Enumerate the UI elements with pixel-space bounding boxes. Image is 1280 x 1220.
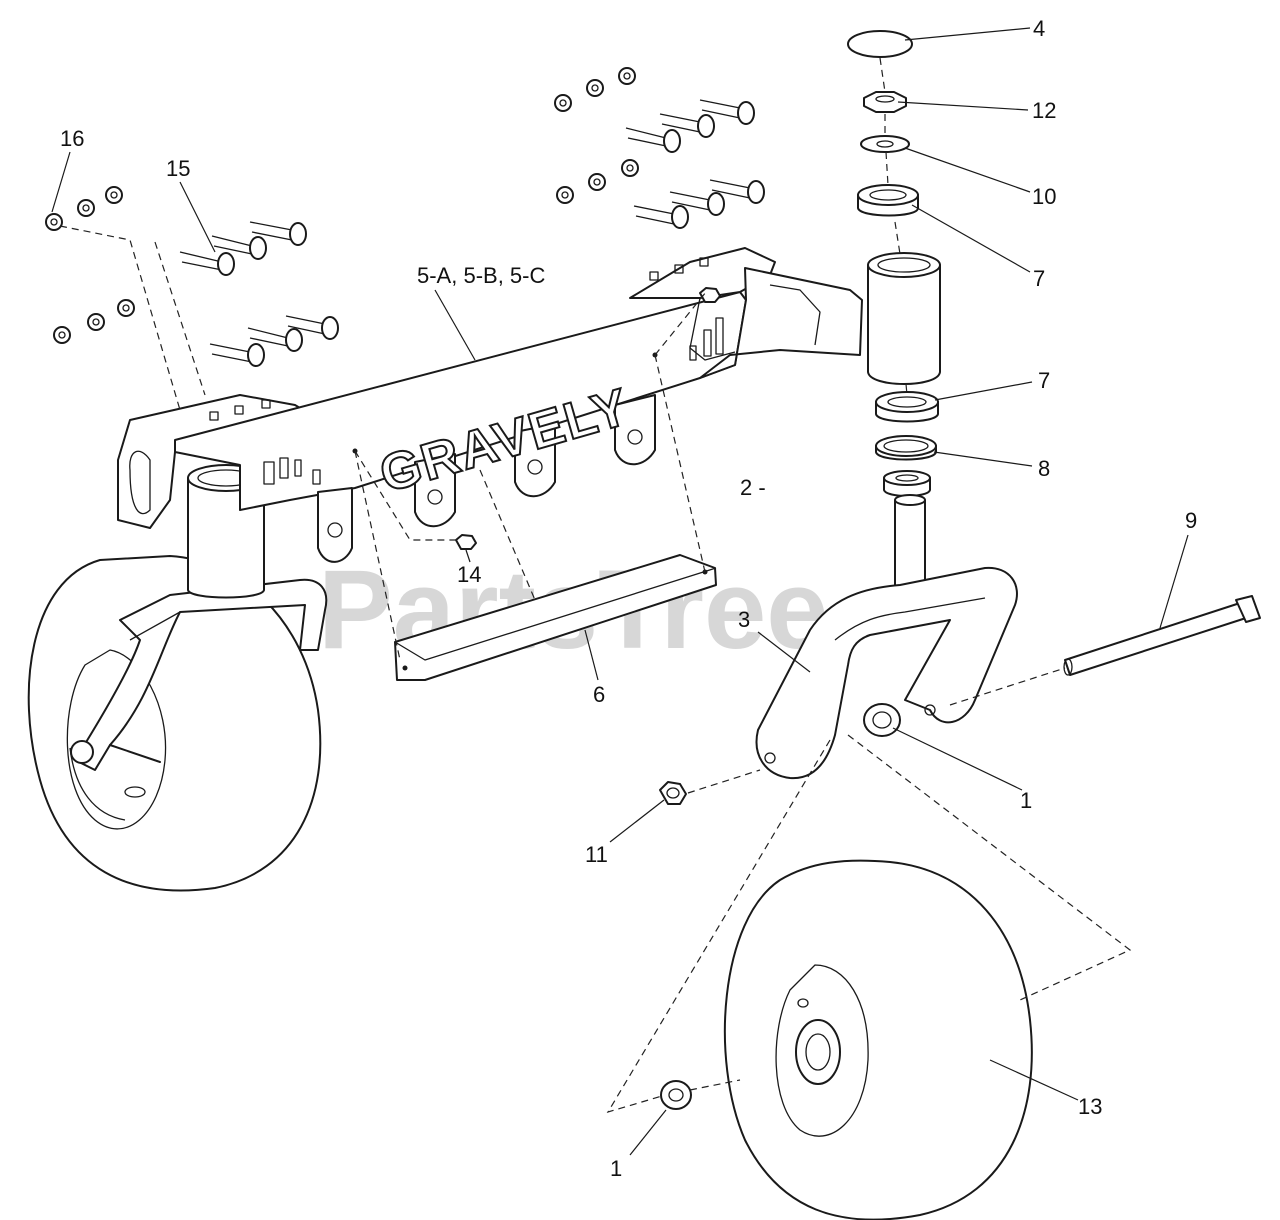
callout-15[interactable]: 15	[166, 156, 190, 181]
right-caster-wheel[interactable]	[723, 859, 1033, 1220]
callout-6[interactable]: 6	[593, 682, 605, 707]
left-caster-fork[interactable]	[70, 578, 328, 771]
callout-4[interactable]: 4	[1033, 16, 1045, 41]
nut-11[interactable]	[659, 781, 687, 805]
callout-9[interactable]: 9	[1185, 508, 1197, 533]
callout-labels: 4 12 10 7 7 8 2 - 9 3 1 11 13 1 5-A, 5-B…	[60, 16, 1197, 1181]
nut-beam-right[interactable]	[699, 287, 721, 303]
assembly-lines	[59, 57, 1132, 1114]
bearing-2[interactable]	[883, 470, 931, 497]
callout-3[interactable]: 3	[738, 607, 750, 632]
right-spindle-tube[interactable]	[867, 252, 941, 385]
seal-8[interactable]	[875, 435, 937, 461]
nut-set-left[interactable]	[45, 186, 135, 344]
callout-2[interactable]: 2 -	[740, 475, 766, 500]
callout-5[interactable]: 5-A, 5-B, 5-C	[417, 263, 545, 288]
callout-10[interactable]: 10	[1032, 184, 1056, 209]
washer-10[interactable]	[860, 135, 910, 153]
nut-12[interactable]	[863, 91, 907, 113]
shield-plate-6[interactable]	[394, 554, 717, 681]
axle-bolt-9[interactable]	[1063, 595, 1261, 676]
callout-8[interactable]: 8	[1038, 456, 1050, 481]
callout-7-top[interactable]: 7	[1033, 266, 1045, 291]
right-caster-fork[interactable]	[755, 494, 1018, 780]
left-caster-wheel[interactable]	[27, 555, 322, 892]
bushing-1-lower[interactable]	[660, 1080, 692, 1110]
dust-cap-4[interactable]	[847, 30, 913, 58]
bolt-set-left[interactable]	[179, 221, 339, 367]
nut-set-right[interactable]	[554, 67, 639, 204]
bolt-set-right[interactable]	[625, 99, 765, 229]
callout-1-upper[interactable]: 1	[1020, 788, 1032, 813]
bushing-1-upper[interactable]	[863, 703, 901, 737]
callout-1-lower[interactable]: 1	[610, 1156, 622, 1181]
callout-12[interactable]: 12	[1032, 98, 1056, 123]
nut-14[interactable]	[455, 534, 477, 550]
callout-14[interactable]: 14	[457, 562, 481, 587]
bearing-cup-top[interactable]	[857, 184, 919, 217]
callout-7-bottom[interactable]: 7	[1038, 368, 1050, 393]
callout-13[interactable]: 13	[1078, 1094, 1102, 1119]
leader-lines	[51, 27, 1189, 1156]
bearing-cup-bottom[interactable]	[875, 391, 939, 423]
callout-11[interactable]: 11	[585, 842, 608, 867]
callout-16[interactable]: 16	[60, 126, 84, 151]
